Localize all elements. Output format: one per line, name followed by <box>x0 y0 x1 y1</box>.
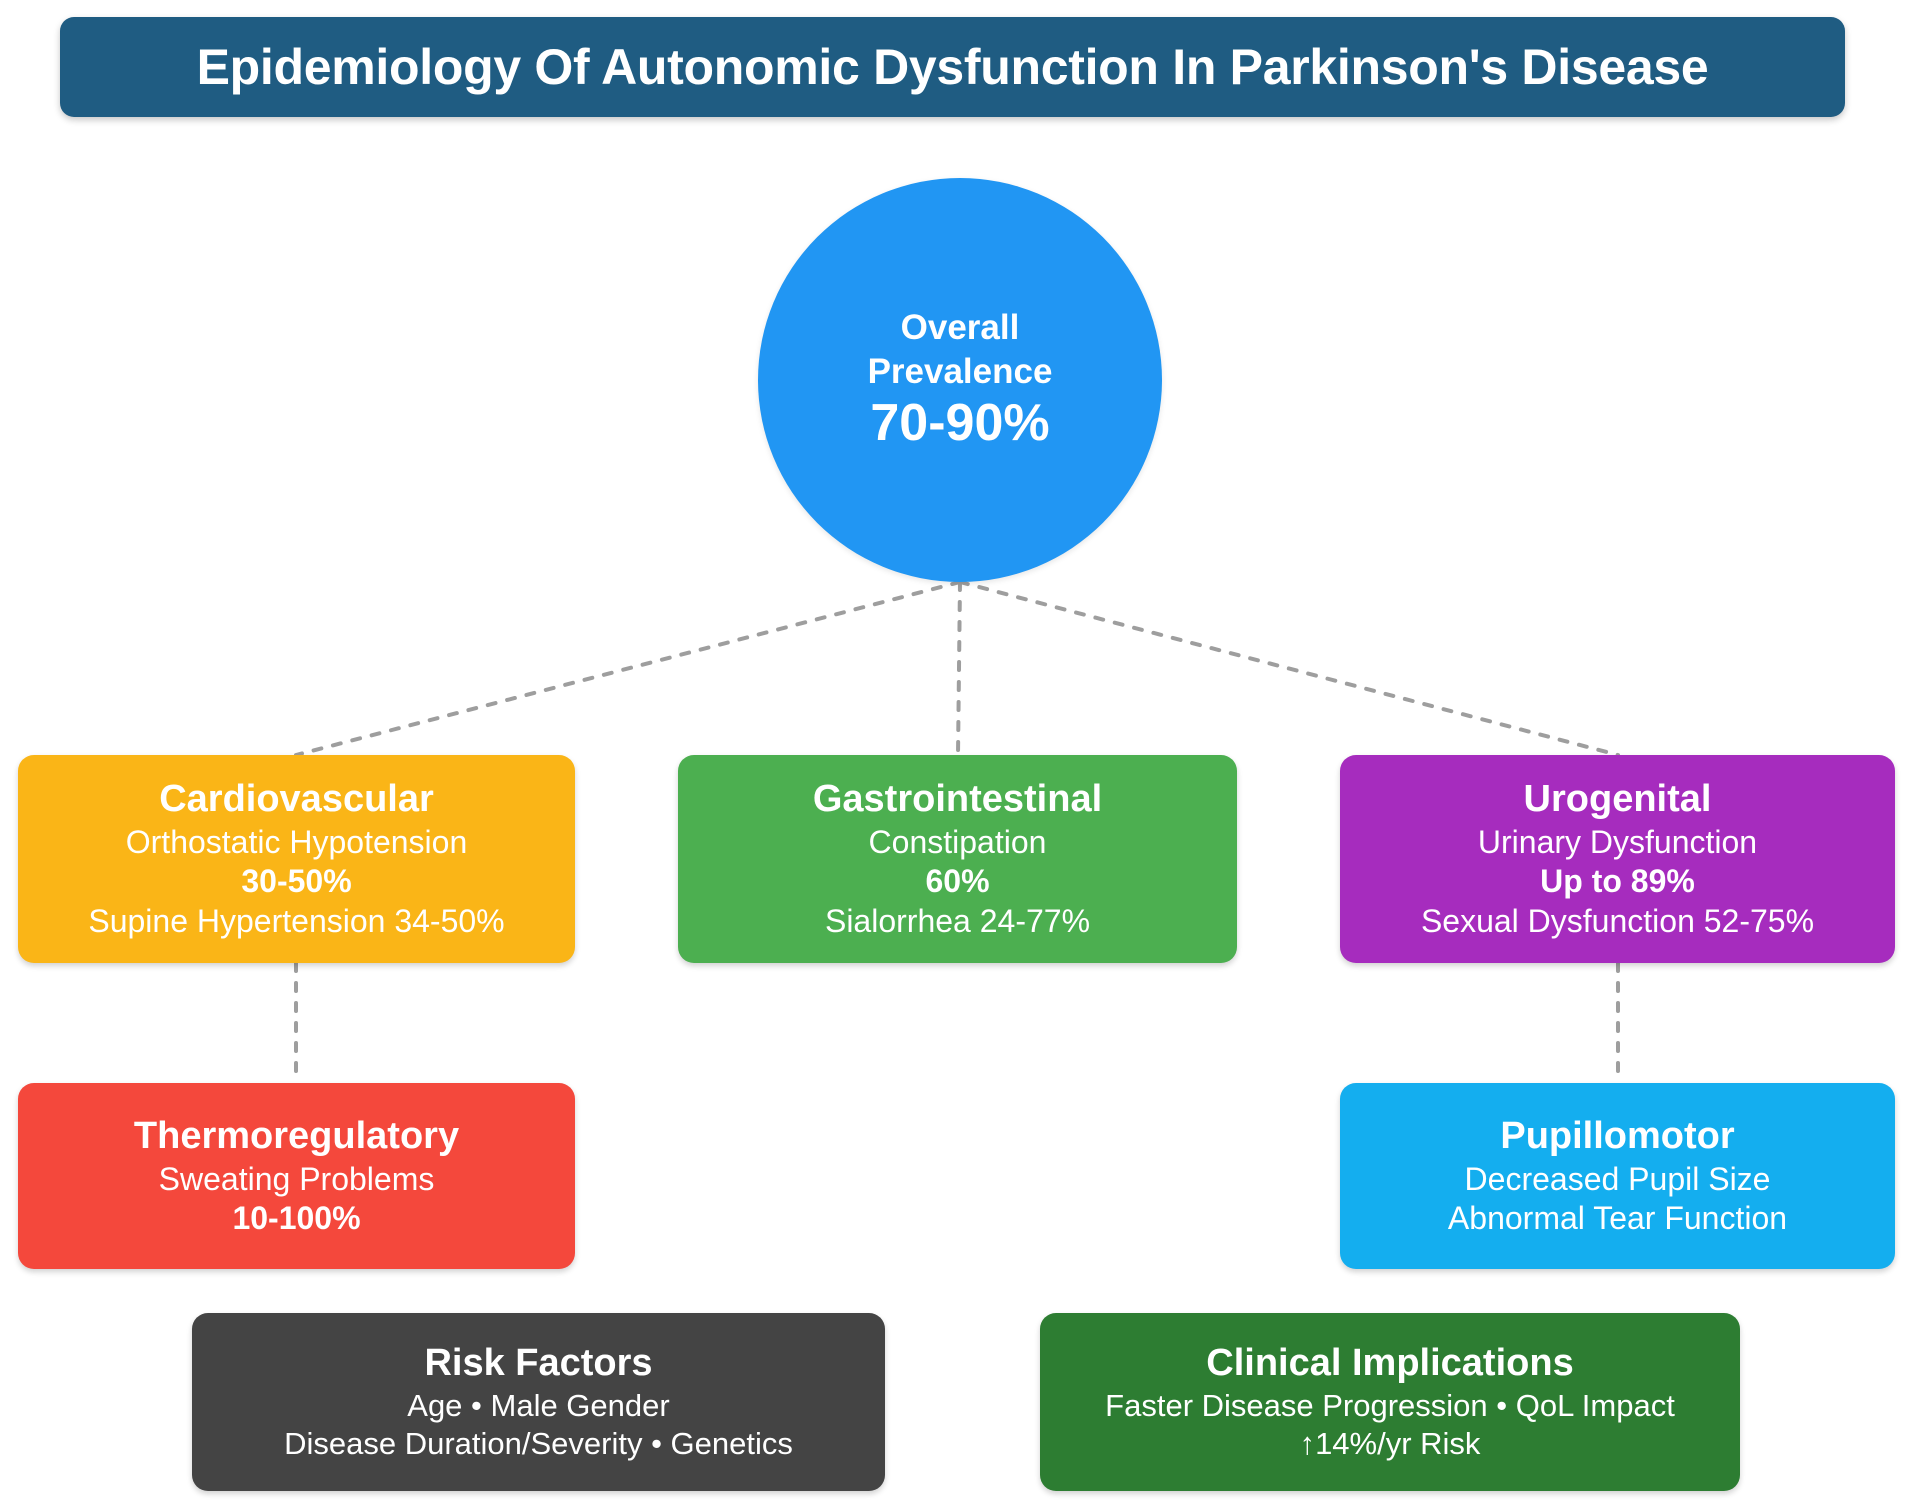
node-risk-factors: Risk Factors Age • Male Gender Disease D… <box>192 1313 885 1491</box>
page-title-banner: Epidemiology Of Autonomic Dysfunction In… <box>60 17 1845 117</box>
node-cardiovascular-title: Cardiovascular <box>159 778 434 821</box>
node-thermoregulatory-line-2: 10-100% <box>232 1200 361 1237</box>
node-urogenital-line-3: Sexual Dysfunction 52-75% <box>1420 903 1815 940</box>
node-gastrointestinal: Gastrointestinal Constipation 60% Sialor… <box>678 755 1237 963</box>
node-urogenital: Urogenital Urinary Dysfunction Up to 89%… <box>1340 755 1895 963</box>
connector-hub-to-gastrointestinal <box>956 580 962 757</box>
node-urogenital-title: Urogenital <box>1523 778 1712 821</box>
node-clinical-implications: Clinical Implications Faster Disease Pro… <box>1040 1313 1740 1491</box>
node-cardiovascular-line-1: Orthostatic Hypotension <box>125 823 468 860</box>
node-risk-factors-line-1: Age • Male Gender <box>407 1387 670 1423</box>
node-cardiovascular-line-3: Supine Hypertension 34-50% <box>88 903 505 940</box>
node-gastrointestinal-line-2: 60% <box>925 863 990 900</box>
node-cardiovascular-line-2: 30-50% <box>241 863 352 900</box>
node-gastrointestinal-line-1: Constipation <box>868 823 1047 860</box>
node-gastrointestinal-line-3: Sialorrhea 24-77% <box>824 903 1091 940</box>
node-clinical-implications-line-1: Faster Disease Progression • QoL Impact <box>1105 1387 1675 1423</box>
overall-prevalence-node: Overall Prevalence 70-90% <box>758 178 1162 582</box>
overall-prevalence-value: 70-90% <box>870 393 1050 452</box>
node-pupillomotor-line-1: Decreased Pupil Size <box>1464 1160 1771 1197</box>
overall-prevalence-label-line2: Prevalence <box>867 352 1053 392</box>
node-pupillomotor: Pupillomotor Decreased Pupil Size Abnorm… <box>1340 1083 1895 1269</box>
connector-hub-to-urogenital <box>958 580 1620 757</box>
node-gastrointestinal-title: Gastrointestinal <box>812 778 1103 821</box>
node-pupillomotor-line-2: Abnormal Tear Function <box>1447 1200 1788 1237</box>
node-risk-factors-title: Risk Factors <box>424 1342 653 1385</box>
node-thermoregulatory: Thermoregulatory Sweating Problems 10-10… <box>18 1083 575 1269</box>
node-urogenital-line-2: Up to 89% <box>1540 863 1695 900</box>
node-thermoregulatory-title: Thermoregulatory <box>133 1115 460 1158</box>
page-title: Epidemiology Of Autonomic Dysfunction In… <box>196 39 1709 95</box>
connector-hub-to-cardiovascular <box>294 580 962 757</box>
node-risk-factors-line-2: Disease Duration/Severity • Genetics <box>284 1426 793 1462</box>
node-cardiovascular: Cardiovascular Orthostatic Hypotension 3… <box>18 755 575 963</box>
node-clinical-implications-line-2: ↑14%/yr Risk <box>1299 1426 1481 1462</box>
node-clinical-implications-title: Clinical Implications <box>1206 1342 1574 1385</box>
overall-prevalence-label-line1: Overall <box>900 308 1020 348</box>
node-urogenital-line-1: Urinary Dysfunction <box>1477 823 1758 860</box>
node-thermoregulatory-line-1: Sweating Problems <box>158 1160 435 1197</box>
node-pupillomotor-title: Pupillomotor <box>1500 1115 1735 1158</box>
